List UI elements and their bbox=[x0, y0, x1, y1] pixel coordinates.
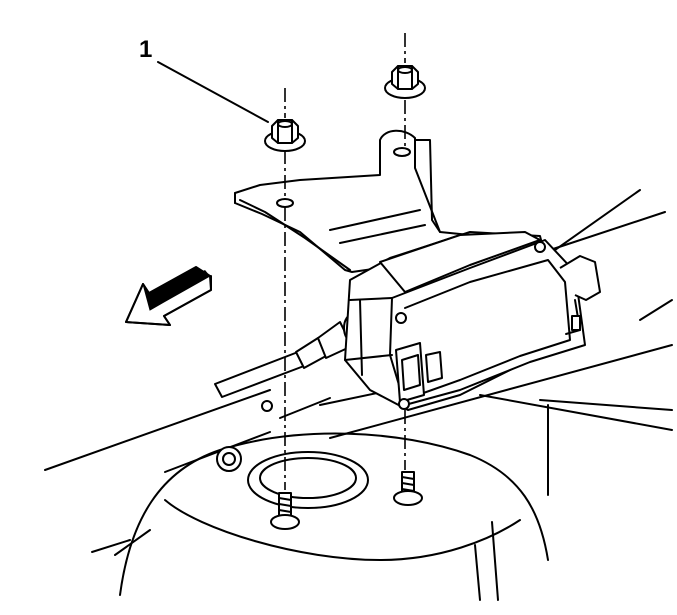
strut-tower bbox=[119, 400, 549, 601]
bracket-hole-right bbox=[393, 147, 411, 157]
strut-opening bbox=[247, 451, 369, 509]
mounting-stud-left bbox=[270, 492, 300, 530]
bracket-hole-left bbox=[276, 198, 294, 208]
front-direction-arrow bbox=[125, 266, 212, 326]
flange-nut-right bbox=[384, 65, 426, 99]
actuator-cable bbox=[214, 313, 363, 398]
callout-leader-line bbox=[157, 61, 269, 123]
alignment-lines bbox=[284, 33, 406, 490]
flange-nut-left bbox=[264, 119, 306, 152]
mounting-stud-right bbox=[393, 471, 423, 506]
mounting-hole bbox=[261, 400, 273, 412]
callout-label-1: 1 bbox=[139, 36, 153, 63]
cruise-control-module bbox=[344, 231, 601, 411]
strut-bolt-head bbox=[216, 446, 242, 472]
